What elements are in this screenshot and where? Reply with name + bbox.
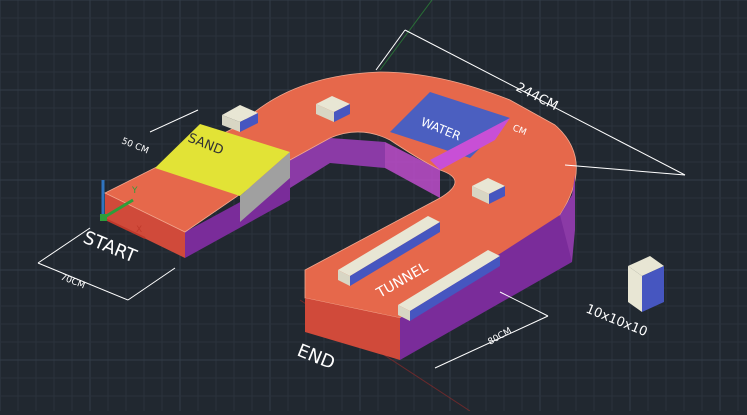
start-arm-front-face xyxy=(105,193,185,258)
ucs-icon xyxy=(100,180,146,239)
dimension-244 xyxy=(375,29,686,176)
inner-wall xyxy=(290,138,385,188)
tunnel-bar-1 xyxy=(338,216,440,286)
block-1 xyxy=(222,105,258,132)
dim-label-50: 50 CM xyxy=(120,137,150,157)
dim-label-water-cm: CM xyxy=(511,124,528,139)
label-end: END xyxy=(294,340,338,374)
dimension-80 xyxy=(434,291,549,369)
block-3 xyxy=(472,178,505,204)
sand-patch-side xyxy=(240,152,290,222)
axis-label-x: X xyxy=(136,225,142,235)
water-side xyxy=(430,118,510,170)
end-arm-front-face xyxy=(305,298,400,360)
water-gap xyxy=(385,142,440,198)
track-model[interactable] xyxy=(104,71,577,360)
dim-label-80: 80CM xyxy=(487,326,514,347)
dimension-70 xyxy=(37,227,176,301)
dimension-50 xyxy=(149,109,199,133)
world-axis-green xyxy=(379,0,433,71)
axis-label-y: Y xyxy=(131,186,138,196)
tunnel-bar-2 xyxy=(398,250,500,321)
block-2 xyxy=(316,96,350,122)
label-start: START xyxy=(80,227,140,268)
dim-label-70: 70CM xyxy=(59,273,86,292)
outer-curve-side xyxy=(560,175,575,262)
end-arm-side-face xyxy=(400,215,572,360)
sand-patch xyxy=(155,124,290,196)
cube-sample xyxy=(628,256,664,312)
